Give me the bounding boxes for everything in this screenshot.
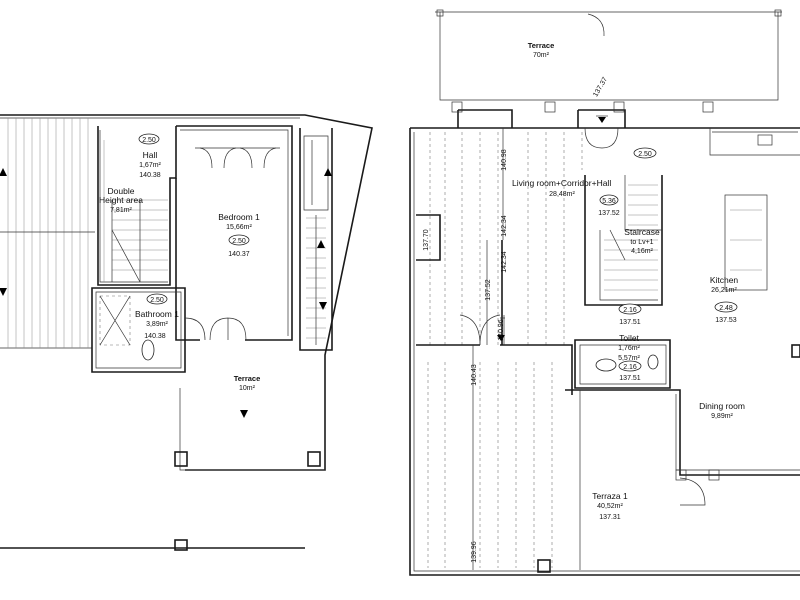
double-height-area: 7,81m² (110, 207, 132, 214)
kitchen-height: 2.48 (719, 305, 733, 312)
living-deck (427, 132, 583, 568)
bathroom-area: 3,89m² (146, 321, 168, 328)
hall-area: 1,67m² (139, 162, 161, 169)
dim-v7: 140.43 (471, 364, 478, 386)
staircase-name-2: to Lv+1 (630, 239, 653, 246)
toilet-area-2: 5,57m² (618, 355, 640, 362)
living-name: Living room+Corridor+Hall (512, 178, 611, 188)
bathroom-height: 2.50 (150, 297, 164, 304)
kitchen-level: 137.53 (715, 317, 737, 324)
hall-level: 140.38 (139, 172, 161, 179)
dim-v1: 140.98 (501, 149, 508, 171)
stair-level: 137.52 (598, 210, 620, 217)
terraza-name: Terraza 1 (592, 491, 628, 501)
dim-v2: 142.34 (501, 215, 508, 237)
dining-area: 9,89m² (711, 413, 733, 420)
right-plan: Terrace 70m² 137.37 Living room+Corridor… (409, 9, 800, 576)
left-terrace-name: Terrace (234, 374, 261, 383)
left-deck (0, 118, 95, 348)
stair-height: 5.36 (602, 198, 616, 205)
living-height: 2.50 (638, 151, 652, 158)
toilet-height-a: 2.16 (623, 307, 637, 314)
double-height-name-1: Double (108, 186, 135, 196)
toilet-level-a: 137.51 (619, 319, 641, 326)
dim-v5: 137.52 (485, 279, 492, 301)
double-height-name-2: Height area (99, 195, 143, 205)
dim-v3: 142.34 (501, 251, 508, 273)
bedroom-area: 15,66m² (226, 224, 252, 231)
toilet-height-b: 2.16 (623, 364, 637, 371)
dining-name: Dining room (699, 401, 745, 411)
top-terrace-name: Terrace (528, 41, 555, 50)
hall-name: Hall (143, 150, 158, 160)
dim-v8: 139.96 (471, 541, 478, 563)
kitchen-name: Kitchen (710, 275, 739, 285)
top-terrace-level: 137.37 (592, 76, 609, 98)
living-area: 28,48m² (549, 191, 575, 198)
dim-v6: 140.96 (498, 319, 505, 341)
staircase-area: 4,16m² (631, 248, 653, 255)
left-terrace-area: 10m² (239, 385, 256, 392)
bathroom-name: Bathroom 1 (135, 309, 179, 319)
left-plan: 2.50 Hall 1,67m² 140.38 Double Height ar… (0, 114, 373, 551)
toilet-name: Toilet (619, 333, 639, 343)
toilet-area-1: 1,76m² (618, 345, 640, 352)
bedroom-level: 140.37 (228, 251, 250, 258)
terraza-level: 137.31 (599, 514, 621, 521)
bathroom-level: 140.38 (144, 333, 166, 340)
staircase-name-1: Staircase (624, 227, 660, 237)
bedroom-name: Bedroom 1 (218, 212, 260, 222)
hall-height: 2.50 (142, 137, 156, 144)
dim-v4: 137.70 (423, 229, 430, 251)
toilet-level-b: 137.51 (619, 375, 641, 382)
top-terrace-area: 70m² (533, 52, 550, 59)
kitchen-area: 26,21m² (711, 287, 737, 294)
bedroom-height: 2.50 (232, 238, 246, 245)
terraza-area: 40,52m² (597, 503, 623, 510)
